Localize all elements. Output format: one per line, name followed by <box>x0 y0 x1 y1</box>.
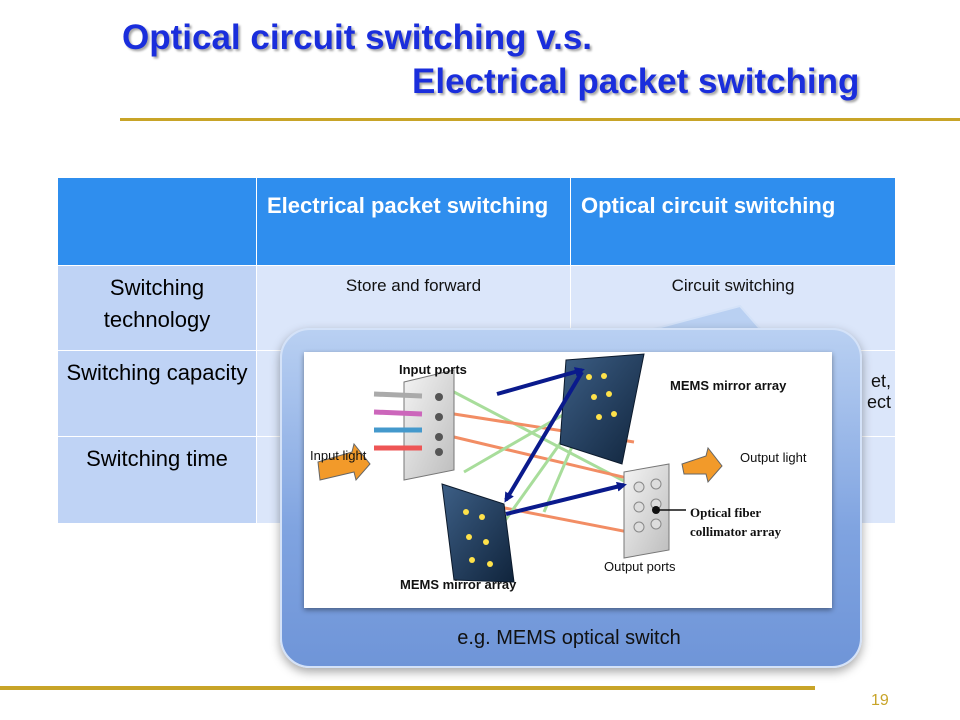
page-number: 19 <box>871 692 889 709</box>
label-mems-mirror-bottom: MEMS mirror array <box>400 577 517 592</box>
row-label-switching-technology: Switching technology <box>57 265 257 351</box>
mems-mirror-top <box>559 353 645 465</box>
label-output-light: Output light <box>740 450 807 465</box>
label-mems-mirror-top: MEMS mirror array <box>670 378 787 393</box>
input-ports-block <box>373 369 455 481</box>
title-divider <box>120 118 960 121</box>
mems-mirror-bottom <box>441 483 515 583</box>
row-label-switching-capacity: Switching capacity <box>57 350 257 437</box>
output-ports-block <box>623 463 686 559</box>
label-input-ports: Input ports <box>399 362 467 377</box>
mems-diagram-graphic <box>317 353 723 583</box>
table-header-row: Electrical packet switching Optical circ… <box>57 177 896 266</box>
input-light-arrow <box>317 442 371 482</box>
row-label-switching-time: Switching time <box>57 436 257 524</box>
output-light-arrow <box>681 446 723 484</box>
label-collimator-array: collimator array <box>690 524 782 539</box>
label-input-light: Input light <box>310 448 367 463</box>
mems-switch-diagram: Input ports MEMS mirror array Input ligh… <box>304 352 832 608</box>
label-output-ports: Output ports <box>604 559 676 574</box>
table-header-electrical: Electrical packet switching <box>256 177 571 266</box>
footer-divider <box>0 686 815 690</box>
callout-caption: e.g. MEMS optical switch <box>457 627 681 649</box>
label-optical-fiber: Optical fiber <box>690 505 762 520</box>
slide-title-line1: Optical circuit switching v.s. <box>122 18 593 57</box>
slide-title-line2: Electrical packet switching <box>412 62 860 101</box>
routing-arrows <box>496 367 627 516</box>
table-header-optical: Optical circuit switching <box>570 177 896 266</box>
table-header-empty <box>57 177 257 266</box>
